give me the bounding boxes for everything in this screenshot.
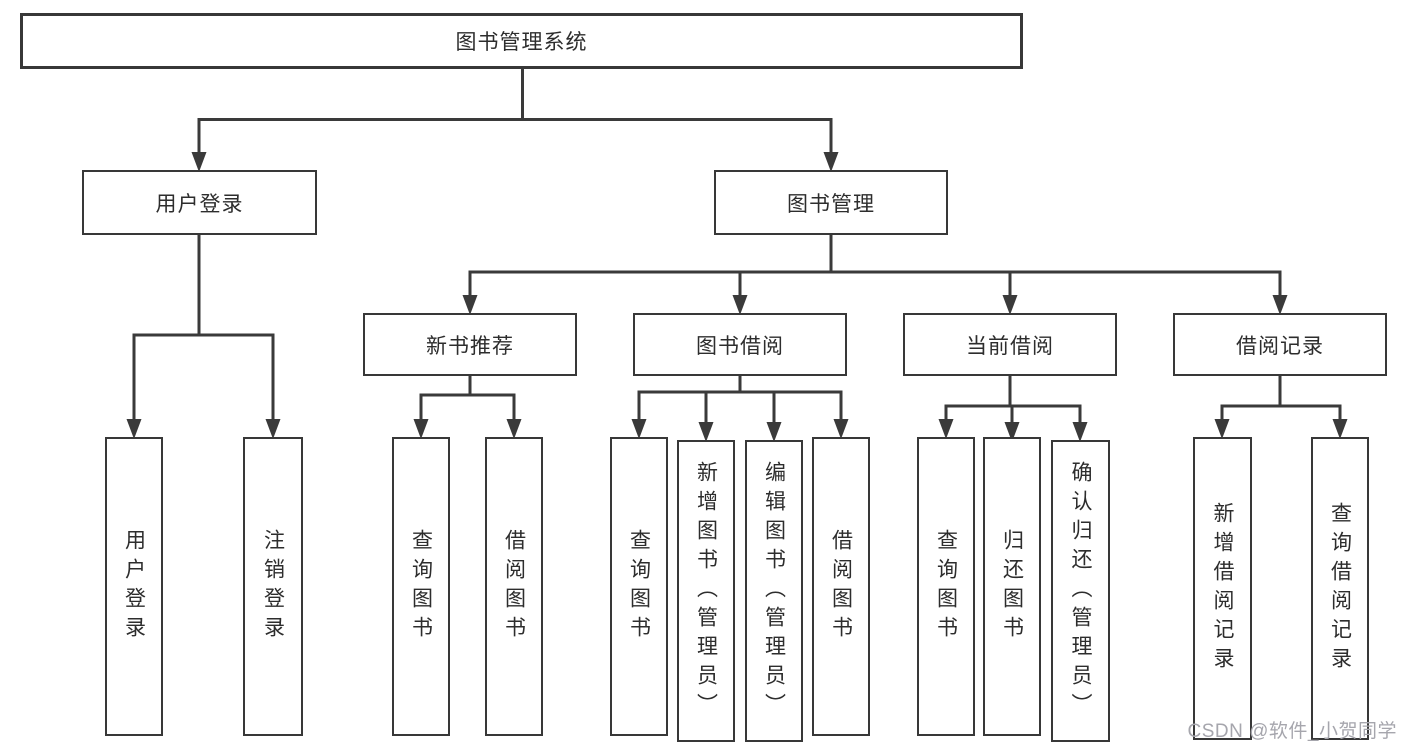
leaf-query-borrow-record: 查询借阅记录 xyxy=(1311,437,1369,740)
leaf-label: 借阅图书 xyxy=(502,528,526,645)
leaf-confirm-return-admin: 确认归还（管理员） xyxy=(1051,440,1110,742)
leaf-user-login: 用户登录 xyxy=(105,437,163,736)
leaf-label: 新增借阅记录 xyxy=(1211,501,1234,676)
leaf-label: 查询图书 xyxy=(934,528,958,645)
node-borrowing-records: 借阅记录 xyxy=(1173,313,1387,376)
node-label: 图书借阅 xyxy=(696,334,784,358)
leaf-label: 确认归还（管理员） xyxy=(1069,460,1092,722)
node-book-borrowing: 图书借阅 xyxy=(633,313,847,376)
csdn-watermark: CSDN @软件_小贺同学 xyxy=(1187,721,1397,742)
leaf-query-books-current: 查询图书 xyxy=(917,437,975,736)
leaf-label: 编辑图书（管理员） xyxy=(762,460,786,722)
leaf-label: 借阅图书 xyxy=(829,528,853,645)
leaf-query-books-borrowing: 查询图书 xyxy=(610,437,668,736)
node-label: 当前借阅 xyxy=(966,334,1054,358)
node-label: 借阅记录 xyxy=(1236,334,1324,358)
leaf-label: 注销登录 xyxy=(261,528,285,645)
node-current-borrowing: 当前借阅 xyxy=(903,313,1117,376)
leaf-logout-login: 注销登录 xyxy=(243,437,303,736)
leaf-add-books-admin: 新增图书（管理员） xyxy=(677,440,735,742)
leaf-edit-books-admin: 编辑图书（管理员） xyxy=(745,440,803,742)
leaf-label: 查询图书 xyxy=(409,528,433,645)
leaf-return-books: 归还图书 xyxy=(983,437,1041,736)
leaf-label: 查询图书 xyxy=(627,528,651,645)
leaf-add-borrow-record: 新增借阅记录 xyxy=(1193,437,1252,740)
leaf-label: 查询借阅记录 xyxy=(1328,501,1352,676)
leaf-borrow-books-borrowing: 借阅图书 xyxy=(812,437,870,736)
node-label: 图书管理 xyxy=(787,192,875,216)
leaf-query-books-recommend: 查询图书 xyxy=(392,437,450,736)
node-book-management-system: 图书管理系统 xyxy=(20,13,1023,69)
node-user-login: 用户登录 xyxy=(82,170,317,235)
node-book-management: 图书管理 xyxy=(714,170,948,235)
leaf-label: 新增图书（管理员） xyxy=(694,460,718,722)
node-label: 用户登录 xyxy=(155,192,244,216)
leaf-borrow-books-recommend: 借阅图书 xyxy=(485,437,543,736)
node-label: 新书推荐 xyxy=(426,334,514,358)
node-label: 图书管理系统 xyxy=(455,31,588,54)
node-new-book-recommend: 新书推荐 xyxy=(363,313,577,376)
leaf-label: 用户登录 xyxy=(122,528,146,645)
leaf-label: 归还图书 xyxy=(1000,528,1024,645)
